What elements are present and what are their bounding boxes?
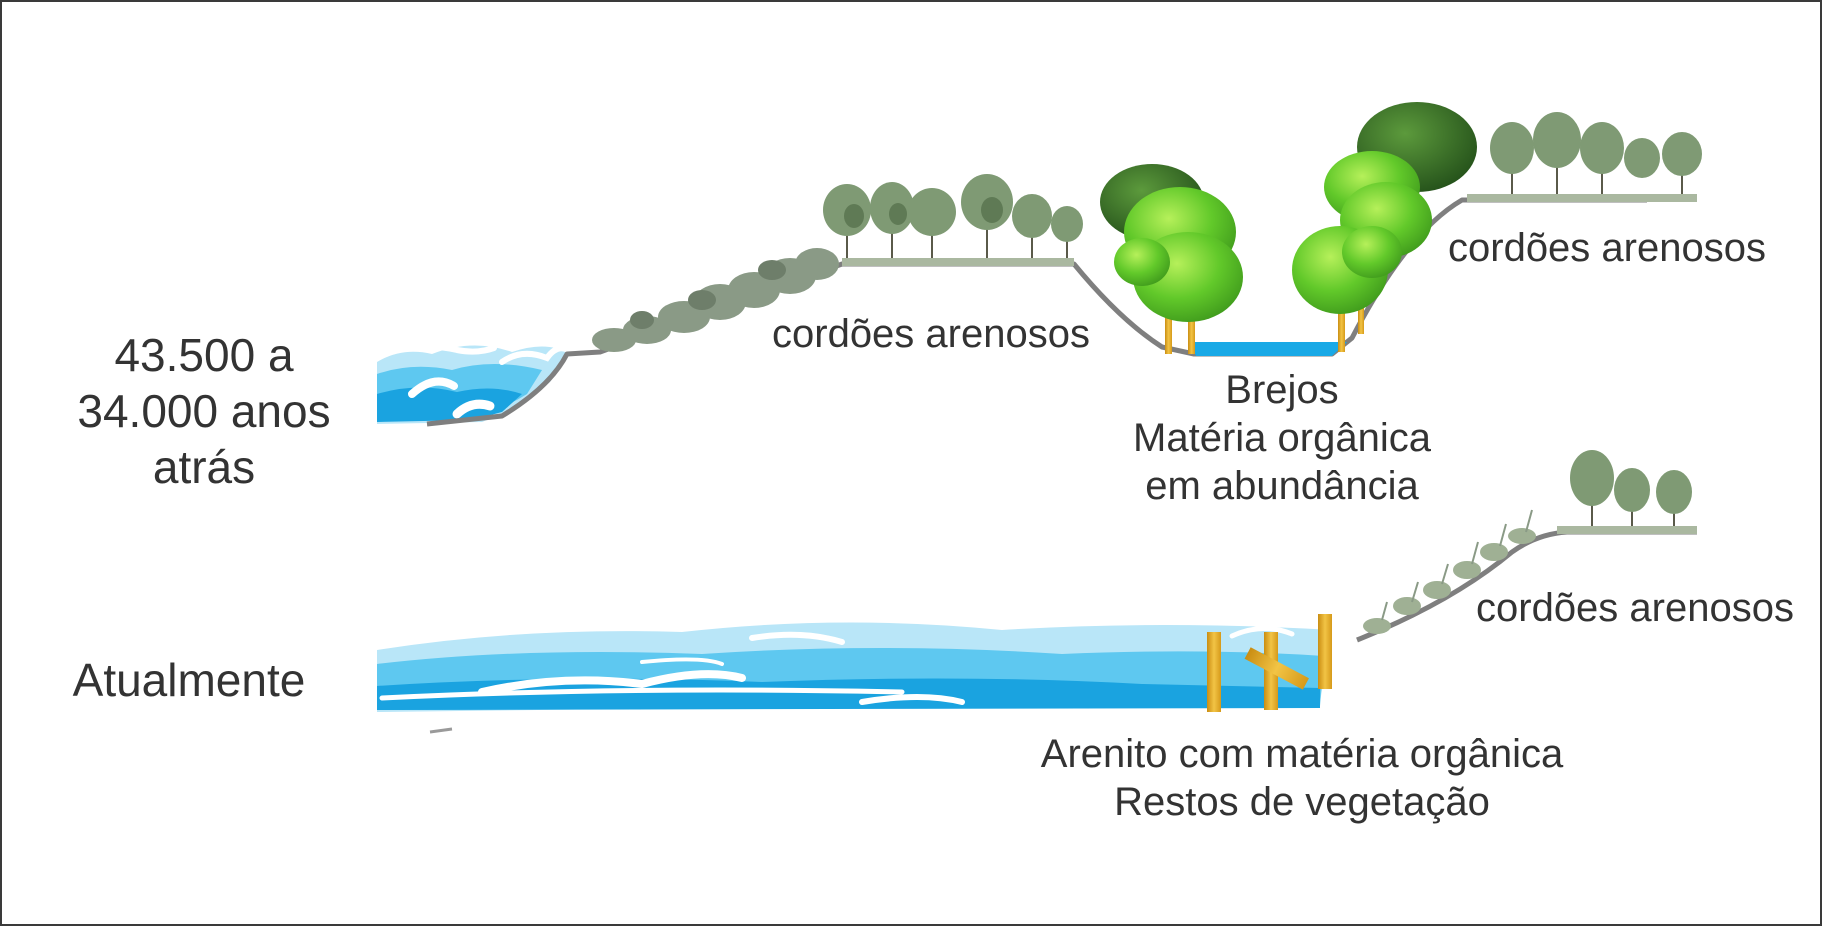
ridge-label-present: cordões arenosos bbox=[1476, 586, 1794, 630]
deposit-label-line: Arenito com matéria orgânica bbox=[1040, 732, 1564, 776]
ridge-label-left: cordões arenosos bbox=[772, 312, 1090, 356]
buried-trunks bbox=[1207, 614, 1332, 712]
marsh-water bbox=[1190, 342, 1347, 356]
marsh-label: Brejos Matéria orgânica em abundância bbox=[1082, 366, 1482, 510]
period-label-present: Atualmente bbox=[72, 654, 306, 706]
marsh-label-line: Matéria orgânica bbox=[1133, 416, 1431, 460]
deposit-label-line: Restos de vegetação bbox=[1114, 780, 1490, 824]
deposit-label: Arenito com matéria orgânica Restos de v… bbox=[952, 730, 1652, 826]
ridge-label-right: cordões arenosos bbox=[1448, 226, 1766, 270]
present-ground-profile bbox=[1356, 529, 1697, 643]
slope-shrubs bbox=[592, 248, 839, 352]
present-sea bbox=[377, 622, 1332, 734]
present-slope-shrubs bbox=[1363, 450, 1697, 634]
period-line: 34.000 anos bbox=[77, 385, 331, 437]
period-line: atrás bbox=[152, 441, 256, 493]
past-sea bbox=[377, 343, 571, 424]
plateau-trees-right bbox=[1467, 112, 1702, 202]
plateau-trees-left bbox=[823, 174, 1083, 266]
marsh-label-line: Brejos bbox=[1225, 368, 1339, 412]
marsh-trees bbox=[1100, 102, 1477, 354]
marsh-label-line: em abundância bbox=[1145, 464, 1419, 508]
period-line: 43.500 a bbox=[114, 329, 294, 381]
period-label-past: 43.500 a 34.000 anos atrás bbox=[54, 327, 354, 495]
